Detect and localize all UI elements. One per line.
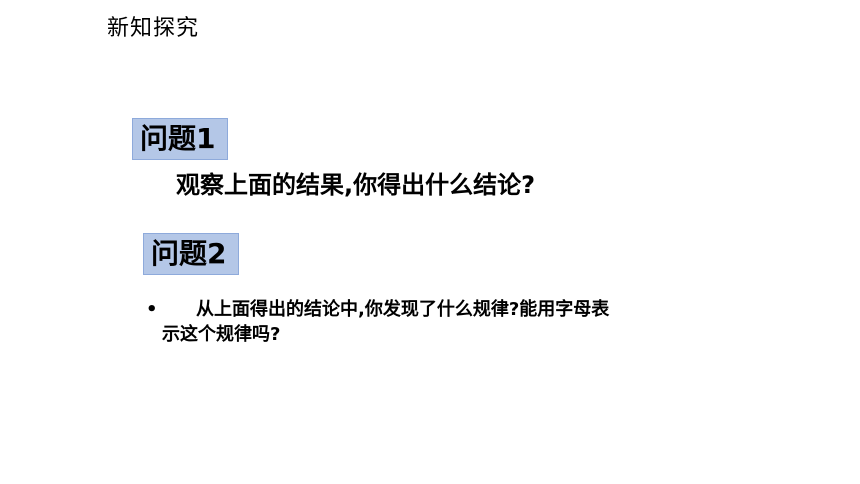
question-2-text-line-2: 示这个规律吗? bbox=[162, 324, 281, 345]
question-1-text: 观察上面的结果,你得出什么结论? bbox=[176, 171, 536, 199]
section-title: 新知探究 bbox=[107, 16, 200, 41]
question-2-label: 问题2 bbox=[143, 233, 239, 275]
bullet-marker: • bbox=[146, 299, 158, 320]
question-2-text: 从上面得出的结论中,你发现了什么规律?能用字母表 示这个规律吗? bbox=[162, 297, 702, 347]
question-2-text-line-1: 从上面得出的结论中,你发现了什么规律?能用字母表 bbox=[196, 299, 610, 320]
question-1-label: 问题1 bbox=[132, 118, 228, 160]
